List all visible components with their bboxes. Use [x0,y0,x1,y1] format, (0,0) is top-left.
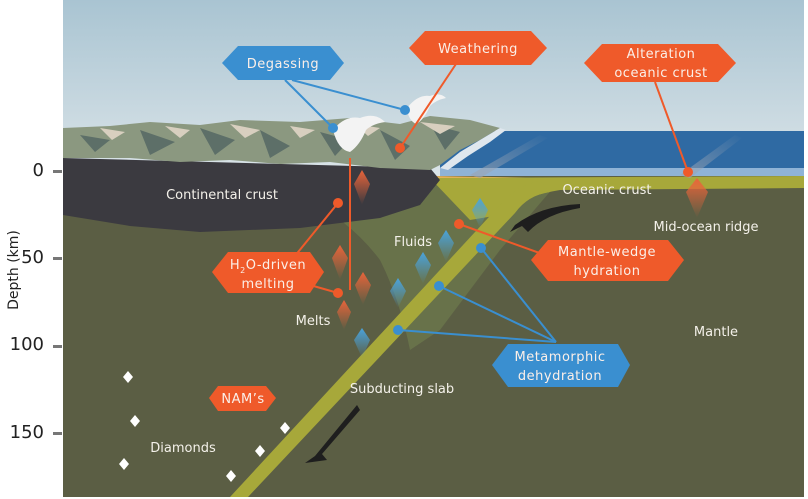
ocean [440,131,804,173]
badge-mantle-wedge-hydration: Mantle-wedge hydration [531,240,684,281]
diamond-marker [123,371,133,383]
diamond-marker [280,422,290,434]
diamond-marker [226,470,236,482]
svg-text:Weathering: Weathering [438,42,518,57]
ocean-shelf-light [440,168,804,176]
melt-droplet [354,170,370,205]
ridge-vent-left [470,135,548,178]
tick-label-50: 50 [21,247,44,268]
tick-mark-100 [53,345,62,348]
badge-nams: NAM’s [209,386,276,411]
badge-alteration: Alteration oceanic crust [584,44,736,82]
melt-droplet [332,245,348,280]
svg-text:Degassing: Degassing [247,57,319,72]
tick-label-150: 150 [9,422,44,443]
mountain-shadows [80,124,460,160]
fluid-droplet [390,278,406,308]
subducting-slab [230,181,550,497]
blue-dots [328,105,486,335]
blue-leader-lines [284,79,557,343]
label-mantle: Mantle [694,325,738,340]
subduction-diagram: Degassing Weathering Alteration oceanic … [63,0,804,497]
svg-text:hydration: hydration [574,264,641,279]
svg-text:melting: melting [242,277,295,292]
fluid-droplet [415,252,431,284]
svg-text:oceanic crust: oceanic crust [614,66,707,81]
label-fluids: Fluids [394,235,432,250]
tick-label-100: 100 [9,334,44,355]
svg-text:Mantle-wedge: Mantle-wedge [558,245,656,260]
ridge-vent-right [680,135,742,178]
depth-axis: Depth (km) 0 50 100 150 [0,0,64,499]
tick-label-0: 0 [32,160,44,181]
melt-droplet [355,272,371,305]
depth-axis-title: Depth (km) [6,230,22,310]
svg-text:dehydration: dehydration [518,369,602,384]
label-melts: Melts [296,314,331,329]
label-oceanic-crust: Oceanic crust [562,183,651,198]
fluid-droplet [472,198,488,228]
subduction-arrow-bottom [305,405,360,463]
fluid-droplet [438,230,454,262]
badge-weathering: Weathering [409,31,547,65]
svg-text:Metamorphic: Metamorphic [515,350,606,365]
diamond-marker [255,445,265,457]
tick-mark-50 [53,257,62,260]
badge-metamorphic-dehydration: Metamorphic dehydration [492,344,630,387]
label-subducting-slab: Subducting slab [350,382,454,397]
melt-droplet [337,300,351,330]
fluid-droplet [354,328,370,358]
orange-dots [333,143,693,298]
diamond-marker [119,458,129,470]
melt-droplet-ridge [686,178,708,218]
badge-h2o-driven-melting: H2O-driven melting [212,252,324,293]
label-diamonds: Diamonds [150,441,216,456]
continental-crust-body [63,158,440,232]
label-mid-ocean-ridge: Mid-ocean ridge [654,220,759,235]
svg-text:Alteration: Alteration [627,47,696,62]
coast-edge [440,128,506,170]
badge-degassing: Degassing [222,46,344,80]
subduction-arrow-top [510,204,580,232]
tick-mark-150 [53,432,62,435]
tick-mark-0 [53,170,62,173]
volcanic-plume-left [333,115,385,152]
svg-text:H2O-driven: H2O-driven [230,258,306,275]
diamond-marker [130,415,140,427]
label-continental-crust: Continental crust [166,188,278,203]
svg-text:NAM’s: NAM’s [221,392,264,407]
